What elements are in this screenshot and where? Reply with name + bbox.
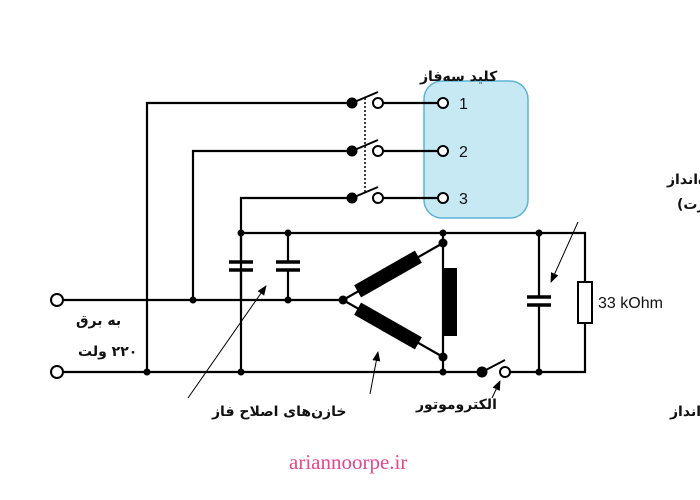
terminal-2-label: 2 bbox=[459, 144, 468, 161]
mains-label-line1: به برق bbox=[76, 313, 121, 329]
terminal-box bbox=[423, 80, 529, 219]
terminal-3: 3 bbox=[437, 191, 468, 208]
start-cap-cutoff-switch-label: کلید قطع‌کن خازن راه‌انداز bbox=[669, 404, 700, 420]
phase-correction-capacitor-2 bbox=[276, 260, 300, 272]
terminal-3-label: 3 bbox=[459, 191, 468, 208]
mains-terminal-1 bbox=[50, 293, 64, 307]
start-capacitor-cutoff-switch[interactable] bbox=[476, 359, 511, 378]
mains-terminal-2 bbox=[50, 365, 64, 379]
watermark: ariannoorpe.ir bbox=[289, 450, 407, 474]
motor-windings bbox=[354, 250, 457, 350]
annotation-arrows bbox=[187, 221, 579, 399]
wires bbox=[64, 101, 587, 374]
resistor-value-label: 33 kOhm bbox=[598, 295, 663, 312]
start-capacitor-label: خازن راه‌انداز bbox=[666, 172, 700, 188]
three-phase-switch[interactable] bbox=[346, 91, 384, 204]
phase-correction-capacitors-label: خازن‌های اصلاح فاز bbox=[211, 404, 346, 420]
resistor bbox=[577, 281, 593, 324]
terminal-1-label: 1 bbox=[459, 96, 468, 113]
start-capacitor-alt-label: (خازن استارت) bbox=[677, 197, 700, 213]
electromotor-label: الکتروموتور bbox=[415, 397, 497, 413]
start-capacitor bbox=[527, 295, 551, 307]
terminal-1: 1 bbox=[437, 96, 468, 113]
phase-correction-capacitor-1 bbox=[229, 260, 253, 272]
three-phase-switch-label: کلید سه‌فاز bbox=[419, 69, 498, 85]
mains-label-line2: ۲۲۰ ولت bbox=[78, 344, 137, 360]
terminal-2: 2 bbox=[437, 144, 468, 161]
junction-dots bbox=[143, 229, 543, 376]
